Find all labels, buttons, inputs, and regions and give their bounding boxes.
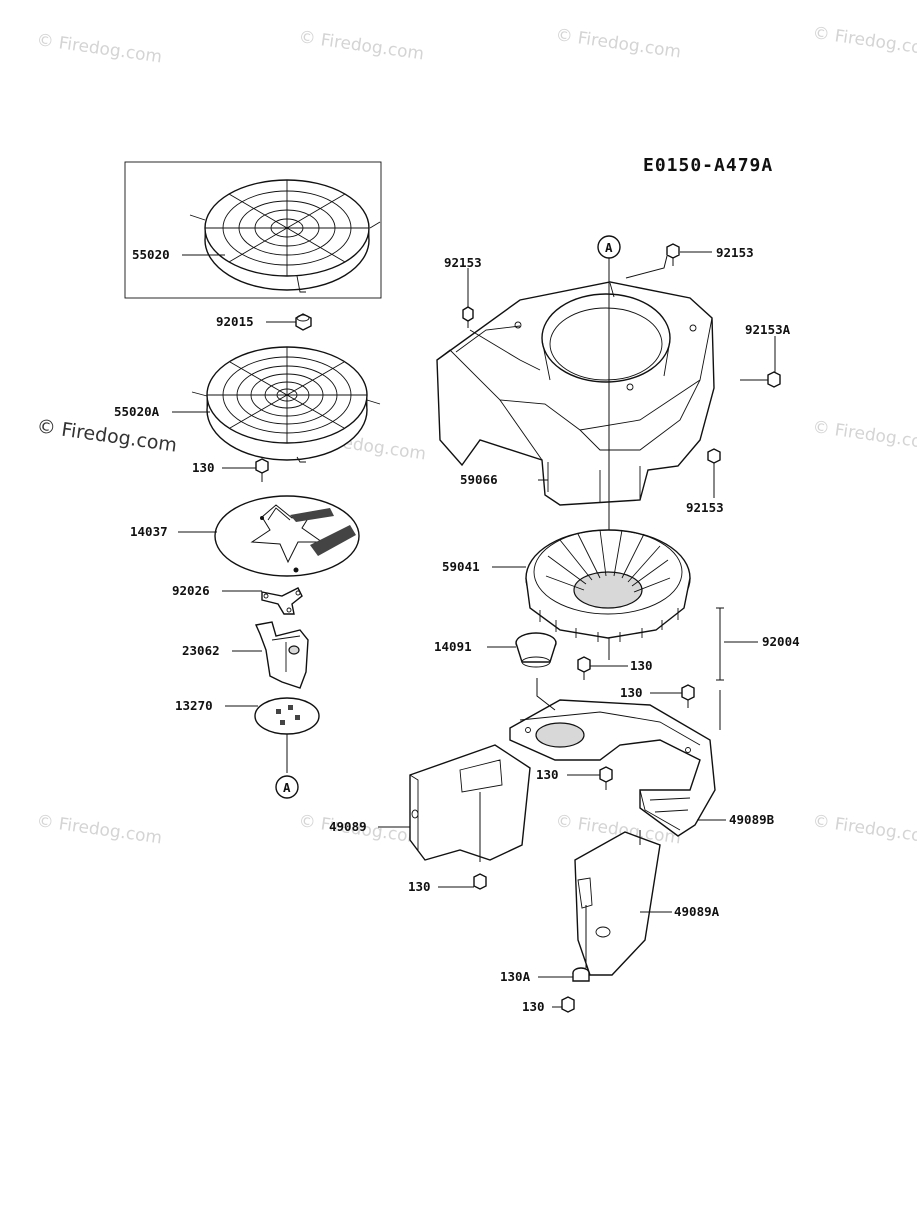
pawl-23062 (255, 621, 309, 689)
label-49089: 49089 (329, 819, 367, 834)
callout-a-top-text: A (605, 240, 613, 255)
plate-92026 (261, 587, 303, 615)
label-130-lower: 130 (536, 767, 559, 782)
label-130-shroud: 130 (408, 879, 431, 894)
label-59041: 59041 (442, 559, 480, 574)
label-55020: 55020 (132, 247, 170, 262)
label-92015: 92015 (216, 314, 254, 329)
label-130a: 130A (500, 969, 531, 984)
bolt-92153a (740, 371, 781, 388)
label-130-bottom: 130 (522, 999, 545, 1014)
bolt-130-left (255, 458, 269, 482)
label-92153-top-left: 92153 (444, 255, 482, 270)
flywheel-59041 (525, 529, 691, 642)
label-14091: 14091 (434, 639, 472, 654)
fan-plate-14037 (214, 495, 360, 577)
watermark-text: © Firedog.com (811, 417, 917, 454)
screen-55020-box (124, 161, 382, 299)
callout-a-top: A (597, 235, 621, 259)
label-59066: 59066 (460, 472, 498, 487)
label-92153-right: 92153 (686, 500, 724, 515)
bolt-130-shroud (473, 873, 487, 890)
bolt-130-center (577, 656, 591, 680)
bolt-92153-right (707, 448, 721, 464)
label-130-left: 130 (192, 460, 215, 475)
shroud-49089a (574, 831, 661, 976)
label-14037: 14037 (130, 524, 168, 539)
bolt-92153-top-right (666, 243, 680, 266)
shroud-49089 (409, 744, 531, 862)
bolt-130-lower (599, 766, 613, 790)
watermark-text: © Firedog.com (35, 811, 163, 848)
label-92153a: 92153A (745, 322, 791, 337)
fan-housing-59066 (436, 281, 715, 506)
rotating-screen-55020a (191, 346, 381, 463)
watermark-text: © Firedog.com (554, 25, 682, 62)
nut-92015 (295, 313, 312, 331)
label-55020a: 55020A (114, 404, 160, 419)
watermark-text: © Firedog.com (811, 811, 917, 848)
callout-a-bottom-text: A (283, 780, 291, 795)
callout-a-bottom: A (275, 775, 299, 799)
plate-13270 (254, 697, 320, 735)
label-49089a: 49089A (674, 904, 720, 919)
label-92026: 92026 (172, 583, 210, 598)
bolt-130a (572, 967, 590, 982)
vent-holes (290, 508, 356, 556)
bolt-92153-top-left (462, 306, 474, 328)
leader-lines-left (172, 254, 296, 707)
watermark-text: © Firedog.com (35, 30, 163, 67)
label-92004: 92004 (762, 634, 800, 649)
leader-lines-right (378, 251, 776, 1008)
bolt-130-bottom (561, 996, 575, 1013)
label-92153-top-right: 92153 (716, 245, 754, 260)
diagram-code: E0150-A479A (643, 155, 773, 176)
watermark-text: © Firedog.com (811, 23, 917, 60)
bracket-49089b (509, 699, 716, 837)
watermark-text: © Firedog.com (297, 27, 425, 64)
stud-92004 (716, 607, 724, 681)
rotating-screen-55020 (189, 179, 381, 293)
label-49089b: 49089B (729, 812, 775, 827)
watermark-text-dark: © Firedog.com (35, 415, 178, 456)
label-23062: 23062 (182, 643, 220, 658)
label-130-center: 130 (630, 658, 653, 673)
cup-14091 (515, 632, 557, 668)
label-130-right: 130 (620, 685, 643, 700)
label-13270: 13270 (175, 698, 213, 713)
bolt-130-right (681, 684, 695, 708)
